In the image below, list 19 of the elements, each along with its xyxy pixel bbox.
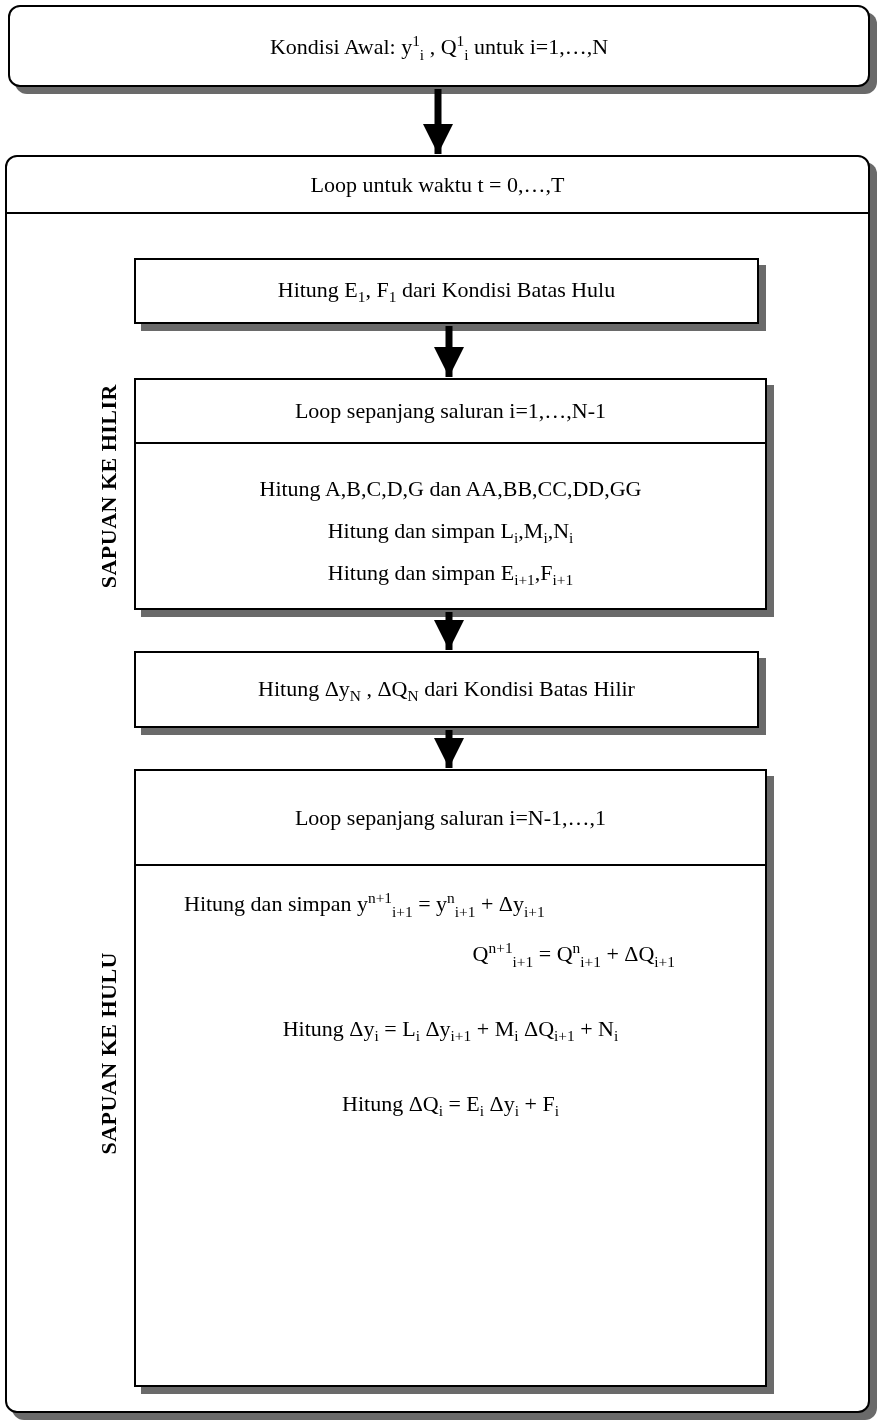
step-text: Hitung A,B,C,D,G dan AA,BB,CC,DD,GG xyxy=(258,476,643,503)
arrow xyxy=(434,326,464,377)
step-text: Hitung dan simpan y$^{n+1}$$_{i+1}$ = y$^{n}$$_{i+1}$ + Δy$_{i+1}$ xyxy=(184,889,545,922)
step-text: Hitung dan simpan E$_{i+1}$,F$_{i+1}$ xyxy=(326,560,575,590)
step-text: Hitung Δy$_{N}$ , ΔQ$_{N}$ dari Kondisi Batas Hilir xyxy=(257,676,636,706)
step-text: Q$^{n+1}$$_{i+1}$ = Q$^{n}$$_{i+1}$ + ΔQ$_{i+1}$ xyxy=(472,939,675,972)
loop-header-text: Loop sepanjang saluran i=N-1,…,1 xyxy=(293,805,608,832)
step-text: Hitung Δy$_{i}$ = L$_{i}$ Δy$_{i+1}$ + M$_{i}$ ΔQ$_{i+1}$ + N$_{i}$ xyxy=(281,1016,620,1046)
arrow xyxy=(423,89,453,154)
step-text: Hitung E$_{1}$, F$_{1}$ dari Kondisi Batas Hulu xyxy=(276,277,617,307)
step-text: Kondisi Awal: y$^{1}$$_{i}$ , Q$^{1}$$_{i}$ untuk i=1,…,N xyxy=(268,32,610,65)
step-text: Hitung dan simpan L$_{i}$,M$_{i}$,N$_{i}$ xyxy=(326,518,575,548)
loop-header-text: Loop untuk waktu t = 0,…,T xyxy=(309,172,566,199)
arrow xyxy=(434,730,464,768)
side-label: SAPUAN KE HULU xyxy=(96,952,122,1155)
loop-header-text: Loop sepanjang saluran i=1,…,N-1 xyxy=(293,398,608,425)
arrow xyxy=(434,612,464,650)
step-text: Hitung ΔQ$_{i}$ = E$_{i}$ Δy$_{i}$ + F$_{i}$ xyxy=(341,1091,560,1121)
side-label: SAPUAN KE HILIR xyxy=(96,383,122,588)
